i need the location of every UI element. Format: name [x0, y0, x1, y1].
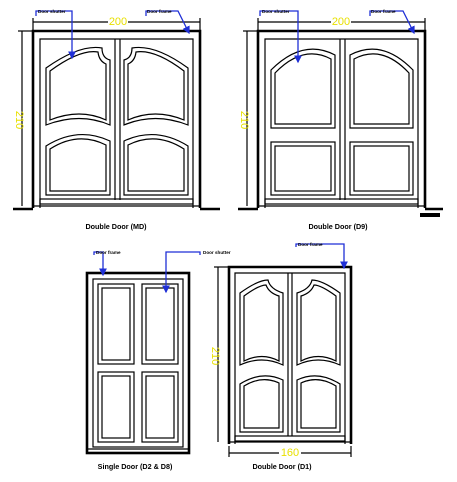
- caption-single-door: Single Door (D2 & D8): [98, 462, 173, 471]
- double-door-md: 210 200 Door shutter Door frame Double D…: [13, 9, 220, 231]
- double-door-d1: 210 160 Door frame Double Door (D1): [209, 242, 353, 471]
- door-shutter-label: Door shutter: [262, 9, 290, 14]
- double-door-d9: 210 200 Door shutter Door frame Double D…: [238, 9, 443, 231]
- door-frame-label: Door frame: [371, 9, 396, 14]
- height-dim: 210: [209, 347, 221, 365]
- width-dim: 160: [281, 447, 299, 459]
- door-shutter-label: Door shutter: [203, 250, 231, 255]
- height-dim: 210: [238, 111, 250, 129]
- caption-double-door-d9: Double Door (D9): [308, 222, 368, 231]
- door-frame-label: Door frame: [96, 250, 121, 255]
- width-dim: 200: [332, 16, 350, 28]
- door-frame-label: Door frame: [298, 242, 323, 247]
- door-frame-label: Door frame: [147, 9, 172, 14]
- caption-double-door-md: Double Door (MD): [85, 222, 147, 231]
- caption-double-door-d1: Double Door (D1): [252, 462, 312, 471]
- width-dim: 200: [109, 16, 127, 28]
- single-door-d2-d8: Door frame Door shutter Single Door (D2 …: [85, 250, 231, 471]
- door-shutter-label: Door shutter: [38, 9, 66, 14]
- height-dim: 210: [13, 111, 25, 129]
